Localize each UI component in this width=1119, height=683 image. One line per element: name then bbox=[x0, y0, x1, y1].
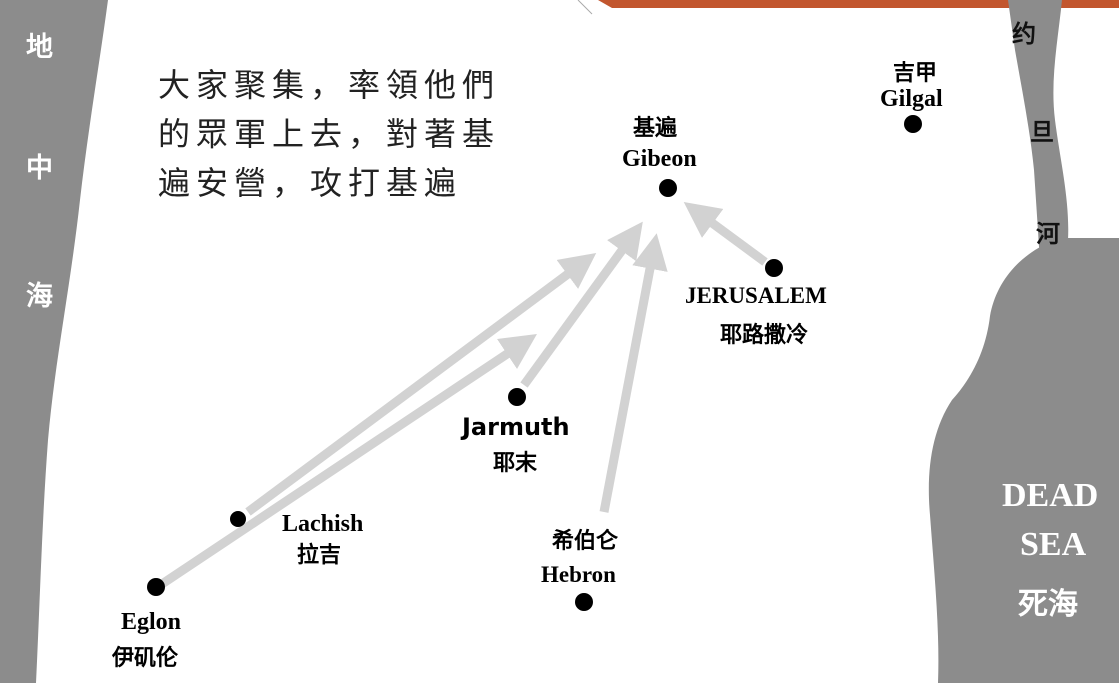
verse-caption: 大家聚集，率領他們 的眾軍上去，對著基 遍安營，攻打基遍 bbox=[158, 66, 500, 202]
dead-sea bbox=[928, 238, 1119, 683]
arrow-jarmuth-to-gibeon bbox=[520, 221, 643, 388]
jarmuth-zh: 耶末 bbox=[493, 451, 538, 476]
top-accent-bar bbox=[598, 0, 1119, 8]
caption-line-2: 的眾軍上去，對著基 bbox=[158, 115, 500, 153]
arrow-hebron-to-gibeon bbox=[599, 233, 668, 513]
eglon-label: Eglon 伊矶伦 bbox=[111, 609, 181, 671]
gibeon-dot bbox=[659, 179, 677, 197]
jordan-label: 约 旦 河 bbox=[1012, 20, 1060, 248]
mediterranean-label: 地 中 海 bbox=[26, 32, 53, 312]
jerusalem-label: JERUSALEM 耶路撒冷 bbox=[685, 283, 827, 348]
gibeon-zh: 基遍 bbox=[633, 115, 678, 141]
gilgal-en: Gilgal bbox=[880, 86, 943, 112]
hebron-en: Hebron bbox=[541, 562, 616, 587]
jarmuth-label: Jarmuth 耶末 bbox=[460, 413, 570, 476]
lachish-en: Lachish bbox=[282, 511, 363, 537]
jordan-char-2: 旦 bbox=[1030, 118, 1054, 146]
mediterranean-char-3: 海 bbox=[26, 281, 53, 312]
jarmuth-en: Jarmuth bbox=[460, 413, 570, 441]
lachish-label: Lachish 拉吉 bbox=[282, 511, 363, 568]
gilgal-label: 吉甲 Gilgal bbox=[880, 60, 943, 112]
dead-sea-zh: 死海 bbox=[1018, 587, 1078, 622]
dead-sea-en-line-2: SEA bbox=[1020, 526, 1087, 563]
gilgal-zh: 吉甲 bbox=[893, 60, 937, 86]
dead-sea-en-line-1: DEAD bbox=[1002, 477, 1098, 514]
jordan-char-1: 约 bbox=[1012, 20, 1036, 48]
mediterranean-sea bbox=[0, 0, 108, 683]
lachish-dot bbox=[230, 511, 246, 527]
arrow-jerusalem-to-gibeon bbox=[683, 202, 768, 266]
city-markers bbox=[147, 115, 922, 611]
jordan-river bbox=[1008, 0, 1069, 262]
lachish-zh: 拉吉 bbox=[297, 542, 341, 568]
eglon-en: Eglon bbox=[121, 609, 181, 635]
gilgal-dot bbox=[904, 115, 922, 133]
hebron-zh: 希伯仑 bbox=[552, 528, 619, 554]
eglon-dot bbox=[147, 578, 165, 596]
gibeon-label: 基遍 Gibeon bbox=[622, 115, 697, 172]
gibeon-en: Gibeon bbox=[622, 146, 697, 172]
jordan-char-3: 河 bbox=[1036, 220, 1060, 248]
caption-line-1: 大家聚集，率領他們 bbox=[158, 66, 500, 104]
dead-sea-label: DEAD SEA 死海 bbox=[1002, 477, 1098, 622]
top-divider-line bbox=[577, 0, 593, 15]
mediterranean-char-2: 中 bbox=[26, 153, 53, 184]
mediterranean-char-1: 地 bbox=[26, 32, 53, 63]
eglon-zh: 伊矶伦 bbox=[111, 645, 179, 671]
arrow-eglon-to-gibeon bbox=[159, 334, 537, 588]
arrow-lachish-to-gibeon bbox=[245, 252, 597, 516]
jarmuth-dot bbox=[508, 388, 526, 406]
hebron-label: 希伯仑 Hebron bbox=[541, 528, 619, 587]
jerusalem-dot bbox=[765, 259, 783, 277]
jerusalem-zh: 耶路撒冷 bbox=[720, 322, 808, 348]
caption-line-3: 遍安營，攻打基遍 bbox=[158, 164, 462, 202]
hebron-dot bbox=[575, 593, 593, 611]
route-arrows bbox=[159, 202, 768, 588]
jerusalem-en: JERUSALEM bbox=[685, 283, 827, 308]
